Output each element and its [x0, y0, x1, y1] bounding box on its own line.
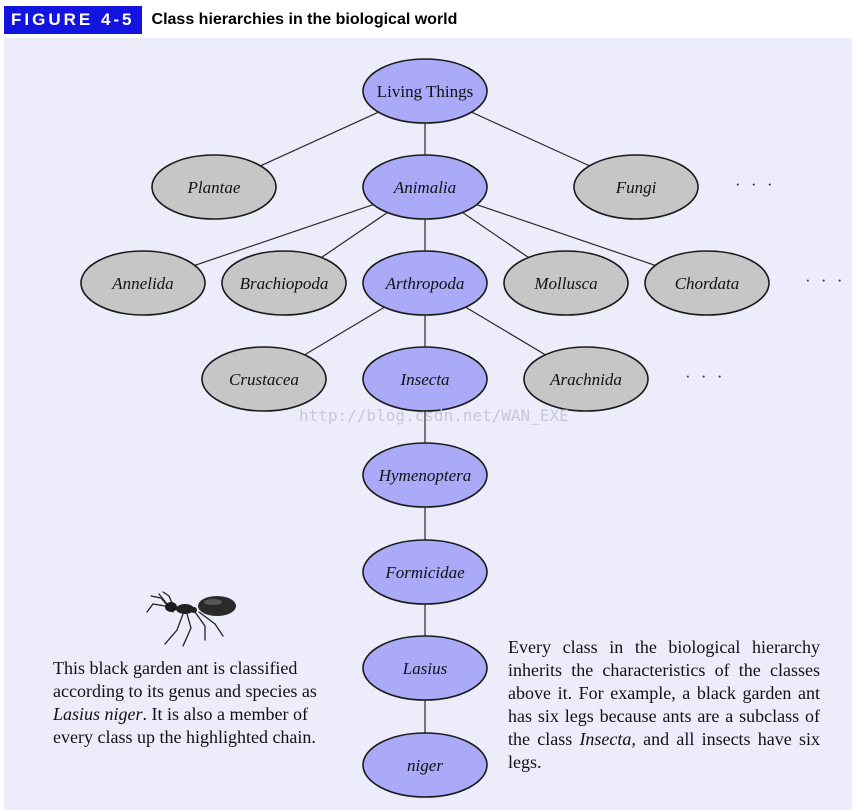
node-shape-plantae — [151, 154, 277, 220]
inheritance-caption-part1: Every class in the biological hierarchy … — [508, 637, 820, 749]
more-classes-ellipsis: · · · — [805, 271, 845, 290]
more-classes-ellipsis: · · · — [685, 367, 725, 386]
node-label-insecta: Insecta — [399, 370, 449, 389]
node-label-chordata: Chordata — [675, 274, 740, 293]
figure-title: Class hierarchies in the biological worl… — [151, 11, 458, 28]
node-niger: niger — [362, 732, 488, 798]
node-shape-annelida — [80, 250, 206, 316]
node-lasius: Lasius — [362, 635, 488, 701]
node-label-hymenoptera: Hymenoptera — [378, 466, 472, 485]
inheritance-caption-class: Insecta, — [579, 729, 636, 749]
node-label-arthropoda: Arthropoda — [385, 274, 465, 293]
node-label-formicidae: Formicidae — [384, 563, 465, 582]
ellipsis-layer: · · · · · · · · · — [685, 175, 845, 386]
inheritance-caption: Every class in the biological hierarchy … — [508, 636, 820, 774]
node-plantae: Plantae — [151, 154, 277, 220]
node-shape-chordata — [644, 250, 770, 316]
node-shape-living-things — [362, 58, 488, 124]
node-shape-lasius — [362, 635, 488, 701]
node-arthropoda: Arthropoda — [362, 250, 488, 316]
node-formicidae: Formicidae — [362, 539, 488, 605]
figure-tag: FIGURE 4-5 — [4, 6, 142, 34]
node-shape-animalia — [362, 154, 488, 220]
node-animalia: Animalia — [362, 154, 488, 220]
node-label-crustacea: Crustacea — [229, 370, 299, 389]
node-shape-arthropoda — [362, 250, 488, 316]
figure-header: FIGURE 4-5 Class hierarchies in the biol… — [4, 6, 457, 34]
node-label-living-things: Living Things — [377, 82, 474, 101]
more-classes-ellipsis: · · · — [735, 175, 775, 194]
node-chordata: Chordata — [644, 250, 770, 316]
node-brachiopoda: Brachiopoda — [221, 250, 347, 316]
node-label-animalia: Animalia — [393, 178, 456, 197]
node-label-plantae: Plantae — [187, 178, 241, 197]
node-label-annelida: Annelida — [111, 274, 173, 293]
ant-caption: This black garden ant is classified acco… — [53, 657, 338, 749]
node-shape-brachiopoda — [221, 250, 347, 316]
node-label-arachnida: Arachnida — [549, 370, 622, 389]
node-shape-niger — [362, 732, 488, 798]
node-crustacea: Crustacea — [201, 346, 327, 412]
node-shape-mollusca — [503, 250, 629, 316]
node-hymenoptera: Hymenoptera — [362, 442, 488, 508]
node-shape-formicidae — [362, 539, 488, 605]
node-shape-hymenoptera — [362, 442, 488, 508]
node-label-brachiopoda: Brachiopoda — [240, 274, 329, 293]
ant-illustration — [146, 591, 236, 647]
node-annelida: Annelida — [80, 250, 206, 316]
ant-caption-part1: This black garden ant is classified acco… — [53, 658, 317, 701]
node-label-lasius: Lasius — [402, 659, 448, 678]
node-shape-arachnida — [523, 346, 649, 412]
ant-caption-part2: . It is also a member of every class up … — [53, 704, 316, 747]
node-arachnida: Arachnida — [523, 346, 649, 412]
watermark-text: http://blog.csdn.net/WAN_EXE — [299, 406, 569, 425]
node-living-things: Living Things — [362, 58, 488, 124]
node-mollusca: Mollusca — [503, 250, 629, 316]
node-label-fungi: Fungi — [615, 178, 657, 197]
ant-caption-species: Lasius niger — [53, 704, 143, 724]
node-shape-insecta — [362, 346, 488, 412]
node-shape-crustacea — [201, 346, 327, 412]
node-shape-fungi — [573, 154, 699, 220]
node-fungi: Fungi — [573, 154, 699, 220]
node-insecta: Insecta — [362, 346, 488, 412]
node-label-niger: niger — [407, 756, 443, 775]
node-label-mollusca: Mollusca — [533, 274, 597, 293]
inheritance-caption-part2: and all insects have six legs. — [508, 729, 820, 772]
